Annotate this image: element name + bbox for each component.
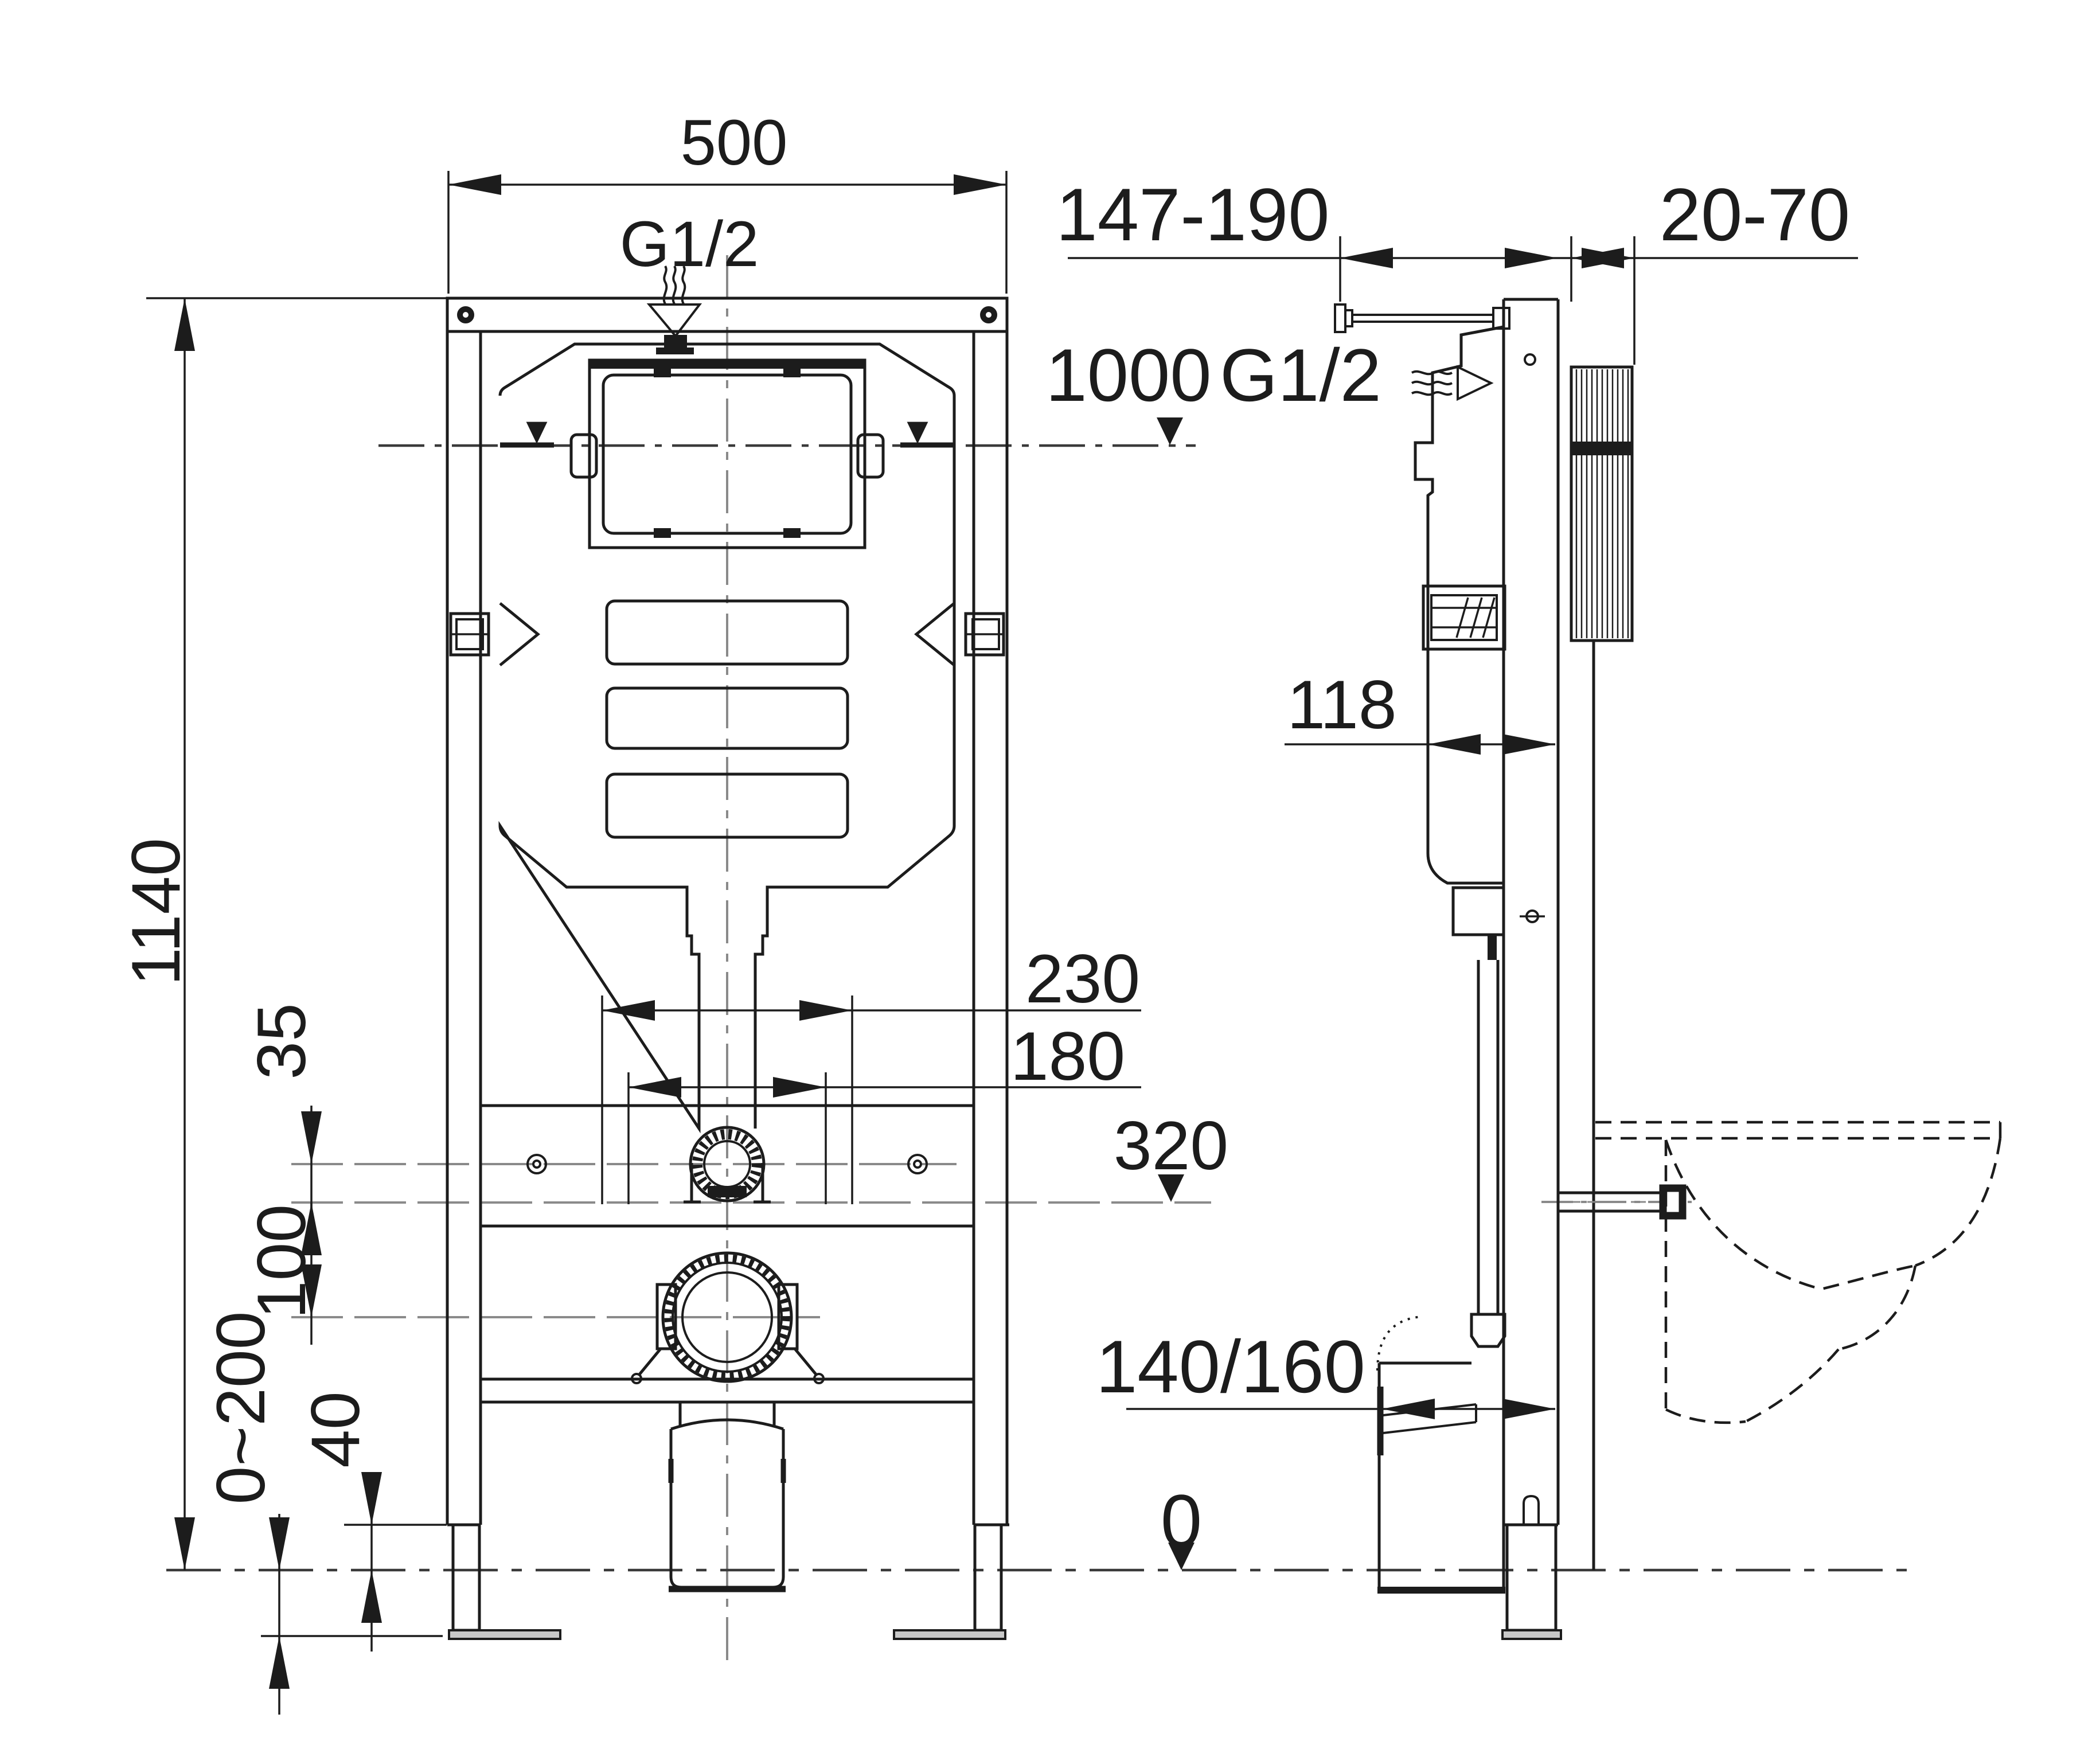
water-inlet-funnel-icon <box>646 265 702 354</box>
dim-label-drain-offset: 140/160 <box>1096 1325 1365 1408</box>
valve-stub-icon <box>1488 935 1497 960</box>
frame-rail-left <box>446 331 482 1527</box>
dim-label-height: 1140 <box>118 838 194 986</box>
rail-latch-left <box>449 612 490 657</box>
water-level-triangle-icon <box>907 421 928 444</box>
wall-anchor-bolt <box>1334 303 1510 333</box>
foot-adjust-slot <box>1523 1494 1540 1525</box>
dim-100: 100 <box>243 1203 322 1345</box>
cover-clip-icon <box>783 368 801 377</box>
drain-elbow <box>1376 1315 1505 1594</box>
cistern-body <box>498 342 956 1134</box>
level-0: 0 <box>1161 1479 1202 1570</box>
dim-label-depth-range: 147-190 <box>1056 173 1329 256</box>
dim-label-foot-adjust: 0~200 <box>202 1311 279 1504</box>
dim-label-frame-depth: 118 <box>1287 666 1396 743</box>
slot-1 <box>605 599 849 666</box>
cover-clip-icon <box>654 368 671 377</box>
fixing-rod <box>1558 1184 1687 1220</box>
level-marker-icon <box>1157 417 1183 445</box>
dim-label-inlet-thread: G1/2 <box>620 208 759 280</box>
bracket-hole-left-inner-icon <box>532 1160 541 1169</box>
level-320: 320 <box>1114 1107 1228 1202</box>
bracket-hole-right-icon <box>907 1154 928 1174</box>
bracket-hole-left-icon <box>526 1154 547 1174</box>
flush-down-pipe <box>1470 960 1506 1348</box>
dimensions: 500 G1/2 1140 35 100 0~200 <box>118 107 1858 1715</box>
toilet-bowl-outline <box>1595 1121 2002 1424</box>
inlet-seal-icon <box>708 1186 747 1197</box>
side-notch-right <box>914 602 955 666</box>
connection-box <box>1422 584 1506 651</box>
dim-1140: 1140 <box>118 298 195 1570</box>
dim-label-rods-to-drain: 100 <box>243 1204 320 1319</box>
dim-140-160: 140/160 <box>1096 1325 1555 1419</box>
wall-protection-box <box>1570 365 1634 642</box>
cover-clip-icon <box>654 528 671 538</box>
dim-label-supply-thread: G1/2 <box>1220 333 1381 417</box>
dim-118: 118 <box>1285 666 1555 755</box>
dim-230: 230 <box>602 940 1141 1021</box>
dim-180: 180 <box>629 1018 1141 1098</box>
supply-flow-icon <box>1411 365 1494 401</box>
inspection-slots <box>605 599 849 839</box>
cross-members <box>481 1104 974 1404</box>
adjustable-foot-left <box>448 1523 561 1640</box>
flush-inlet-seat <box>684 1126 771 1204</box>
reference-lines <box>166 255 1910 1660</box>
level-marker-icon <box>1158 1174 1184 1202</box>
dim-label-rod-span-inner: 180 <box>1010 1018 1125 1095</box>
dim-0-200: 0~200 <box>202 1311 290 1715</box>
dim-label-rod-height: 320 <box>1114 1107 1228 1184</box>
dim-35: 35 <box>243 1003 322 1255</box>
rail-hole-icon <box>1524 353 1536 366</box>
plate-hole-left-icon <box>457 306 474 323</box>
cistern-tab-right <box>856 433 885 479</box>
dim-label-width: 500 <box>681 107 788 178</box>
dim-label-wall-range: 20-70 <box>1660 173 1851 256</box>
extension-lines <box>146 171 1635 1637</box>
cistern-tab-left <box>569 433 598 479</box>
rail-latch-right <box>964 612 1005 657</box>
frame-rail-right <box>972 331 1009 1527</box>
water-level-triangle-icon <box>526 421 548 444</box>
adjustable-foot-right <box>893 1523 1006 1640</box>
drain-outlet-cup <box>668 1402 786 1592</box>
cover-clip-icon <box>783 528 801 538</box>
access-cover <box>588 358 866 549</box>
water-level-marks <box>500 421 954 448</box>
front-view <box>446 265 1009 1640</box>
dim-label-inlet-to-rods: 35 <box>243 1003 320 1079</box>
flush-valve-outlet <box>1451 886 1505 936</box>
dim-500: 500 <box>448 107 1006 195</box>
top-mounting-plate <box>446 296 1009 333</box>
dim-40: 40 <box>297 1391 382 1652</box>
dim-147-190: 147-190 <box>1056 173 1858 268</box>
bracket-hole-right-inner-icon <box>913 1160 922 1169</box>
side-notch-left <box>499 602 540 666</box>
side-view <box>1334 298 2002 1640</box>
side-foot <box>1501 1523 1562 1640</box>
slot-3 <box>605 772 849 839</box>
plate-hole-right-icon <box>980 306 997 323</box>
dim-label-supply-height: 1000 <box>1045 333 1211 417</box>
cistern-profile <box>1414 325 1504 885</box>
dim-20-70: 20-70 <box>1571 173 1850 268</box>
dim-label-foot-plate: 40 <box>297 1391 374 1467</box>
side-rail <box>1502 298 1560 1527</box>
dim-label-rod-span-outer: 230 <box>1025 940 1140 1017</box>
drain-pipe-clamp <box>631 1251 825 1384</box>
level-1000: 1000 G1/2 <box>1045 333 1381 445</box>
slot-2 <box>605 686 849 750</box>
